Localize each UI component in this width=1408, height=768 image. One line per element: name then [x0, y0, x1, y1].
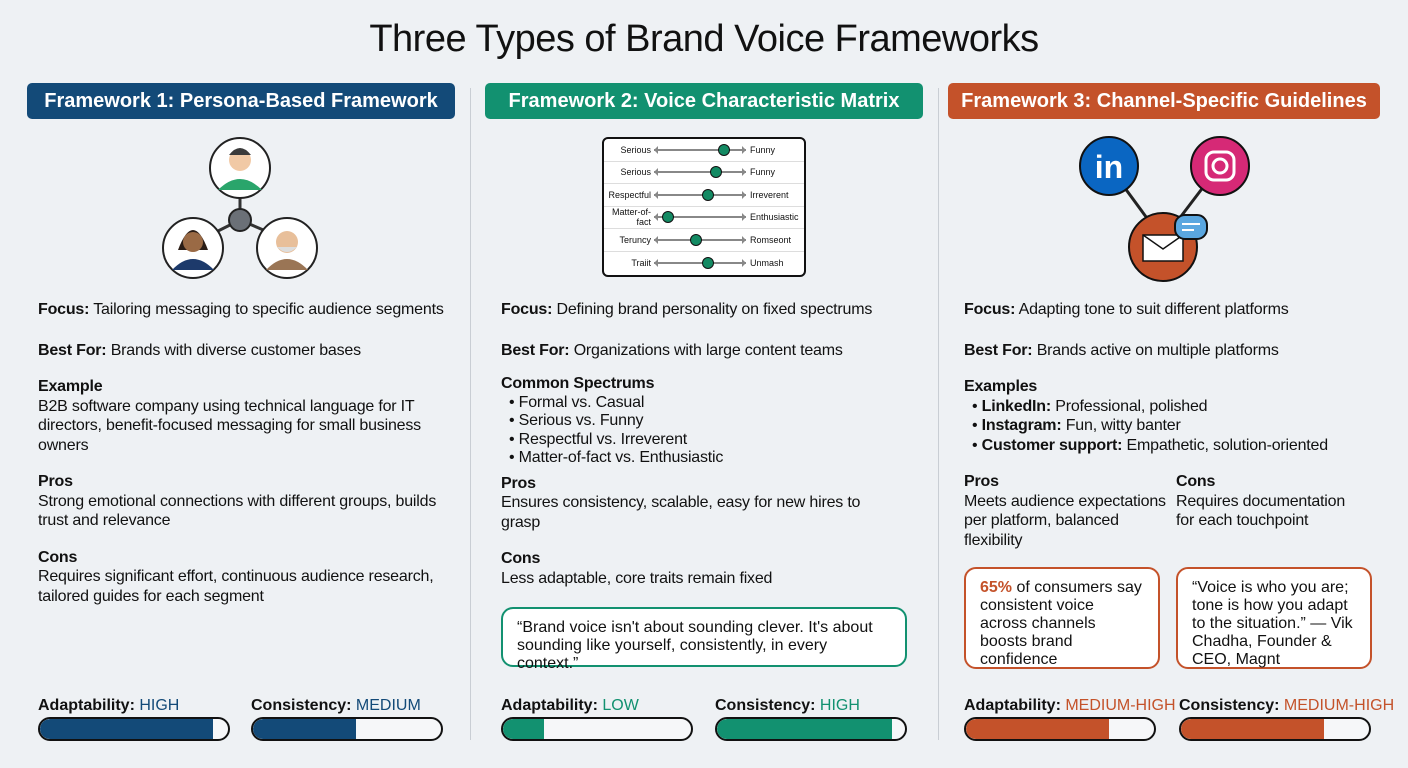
adaptability-label: Adaptability: LOW — [501, 697, 639, 714]
framework-1-details: Focus: Tailoring messaging to specific a… — [38, 301, 444, 605]
spectrum-marker — [702, 188, 714, 201]
adaptability-label: Adaptability: MEDIUM-HIGH — [964, 697, 1176, 714]
adaptability-bar — [38, 717, 230, 741]
framework-3-details: Focus: Adapting tone to suit different p… — [964, 300, 1384, 455]
spectrum-left-label: Matter-of-fact — [611, 207, 651, 228]
consistency-label: Consistency: MEDIUM-HIGH — [1179, 697, 1395, 714]
bar-fill — [1181, 719, 1324, 739]
spectrum-marker — [702, 256, 714, 269]
framework-1-header: Framework 1: Persona-Based Framework — [27, 83, 455, 119]
column-divider — [938, 88, 939, 740]
page-title: Three Types of Brand Voice Frameworks — [369, 18, 1039, 60]
matrix-row: Teruncy Romseont — [604, 229, 804, 252]
spectrum-track — [654, 143, 746, 156]
column-divider — [470, 88, 471, 740]
consistency-bar — [251, 717, 443, 741]
spectrum-right-label: Funny — [750, 167, 776, 178]
spectrum-right-label: Enthusiastic — [750, 212, 799, 223]
spectrum-track — [654, 166, 746, 179]
spectrum-right-label: Romseont — [750, 234, 792, 245]
instagram-icon — [1190, 136, 1250, 196]
bar-fill — [966, 719, 1109, 739]
consistency-bar — [1179, 717, 1371, 741]
email-chat-icon — [1128, 212, 1208, 282]
spectrum-left-label: Respectful — [608, 189, 651, 200]
adaptability-bar — [501, 717, 693, 741]
quote-box: “Brand voice isn't about sounding clever… — [501, 607, 907, 672]
matrix-row: Traiit Unmash — [604, 252, 804, 275]
framework-3-header: Framework 3: Channel-Specific Guidelines — [948, 83, 1380, 119]
consistency-label: Consistency: MEDIUM — [251, 697, 421, 714]
spectrum-marker — [718, 143, 730, 156]
matrix-row: Serious Funny — [604, 139, 804, 162]
spectrum-left-label: Serious — [620, 144, 651, 155]
persona-network-icon — [162, 137, 318, 279]
spectrum-marker — [662, 211, 674, 224]
framework-2-details: Focus: Defining brand personality on fix… — [501, 300, 921, 588]
svg-text:in: in — [1095, 149, 1123, 185]
adaptability-label: Adaptability: HIGH — [38, 697, 180, 714]
spectrum-marker — [710, 166, 722, 179]
spectrum-track — [654, 256, 746, 269]
spectrum-right-label: Unmash — [750, 257, 784, 268]
consistency-label: Consistency: HIGH — [715, 697, 860, 714]
spectrum-left-label: Serious — [620, 167, 651, 178]
spectrum-marker — [690, 233, 702, 246]
spectrum-track — [654, 233, 746, 246]
bar-fill — [503, 719, 545, 739]
spectrum-right-label: Funny — [750, 144, 776, 155]
spectrum-left-label: Teruncy — [619, 234, 651, 245]
quote-box: “Voice is who you are; tone is how you a… — [1176, 567, 1372, 669]
spectrum-track — [654, 188, 746, 201]
bar-fill — [717, 719, 892, 739]
framework-2-header: Framework 2: Voice Characteristic Matrix — [485, 83, 923, 119]
stat-box: 65% of consumers say consistent voice ac… — [964, 567, 1160, 669]
matrix-row: Respectful Irreverent — [604, 184, 804, 207]
matrix-row: Matter-of-fact Enthusiastic — [604, 207, 804, 229]
spectrum-left-label: Traiit — [631, 257, 651, 268]
channel-icons: in — [1079, 136, 1250, 282]
spectrum-right-label: Irreverent — [750, 189, 789, 200]
consistency-bar — [715, 717, 907, 741]
bar-fill — [40, 719, 213, 739]
spectrum-track — [654, 211, 746, 224]
linkedin-icon: in — [1079, 136, 1139, 196]
matrix-row: Serious Funny — [604, 162, 804, 184]
bar-fill — [253, 719, 357, 739]
adaptability-bar — [964, 717, 1156, 741]
